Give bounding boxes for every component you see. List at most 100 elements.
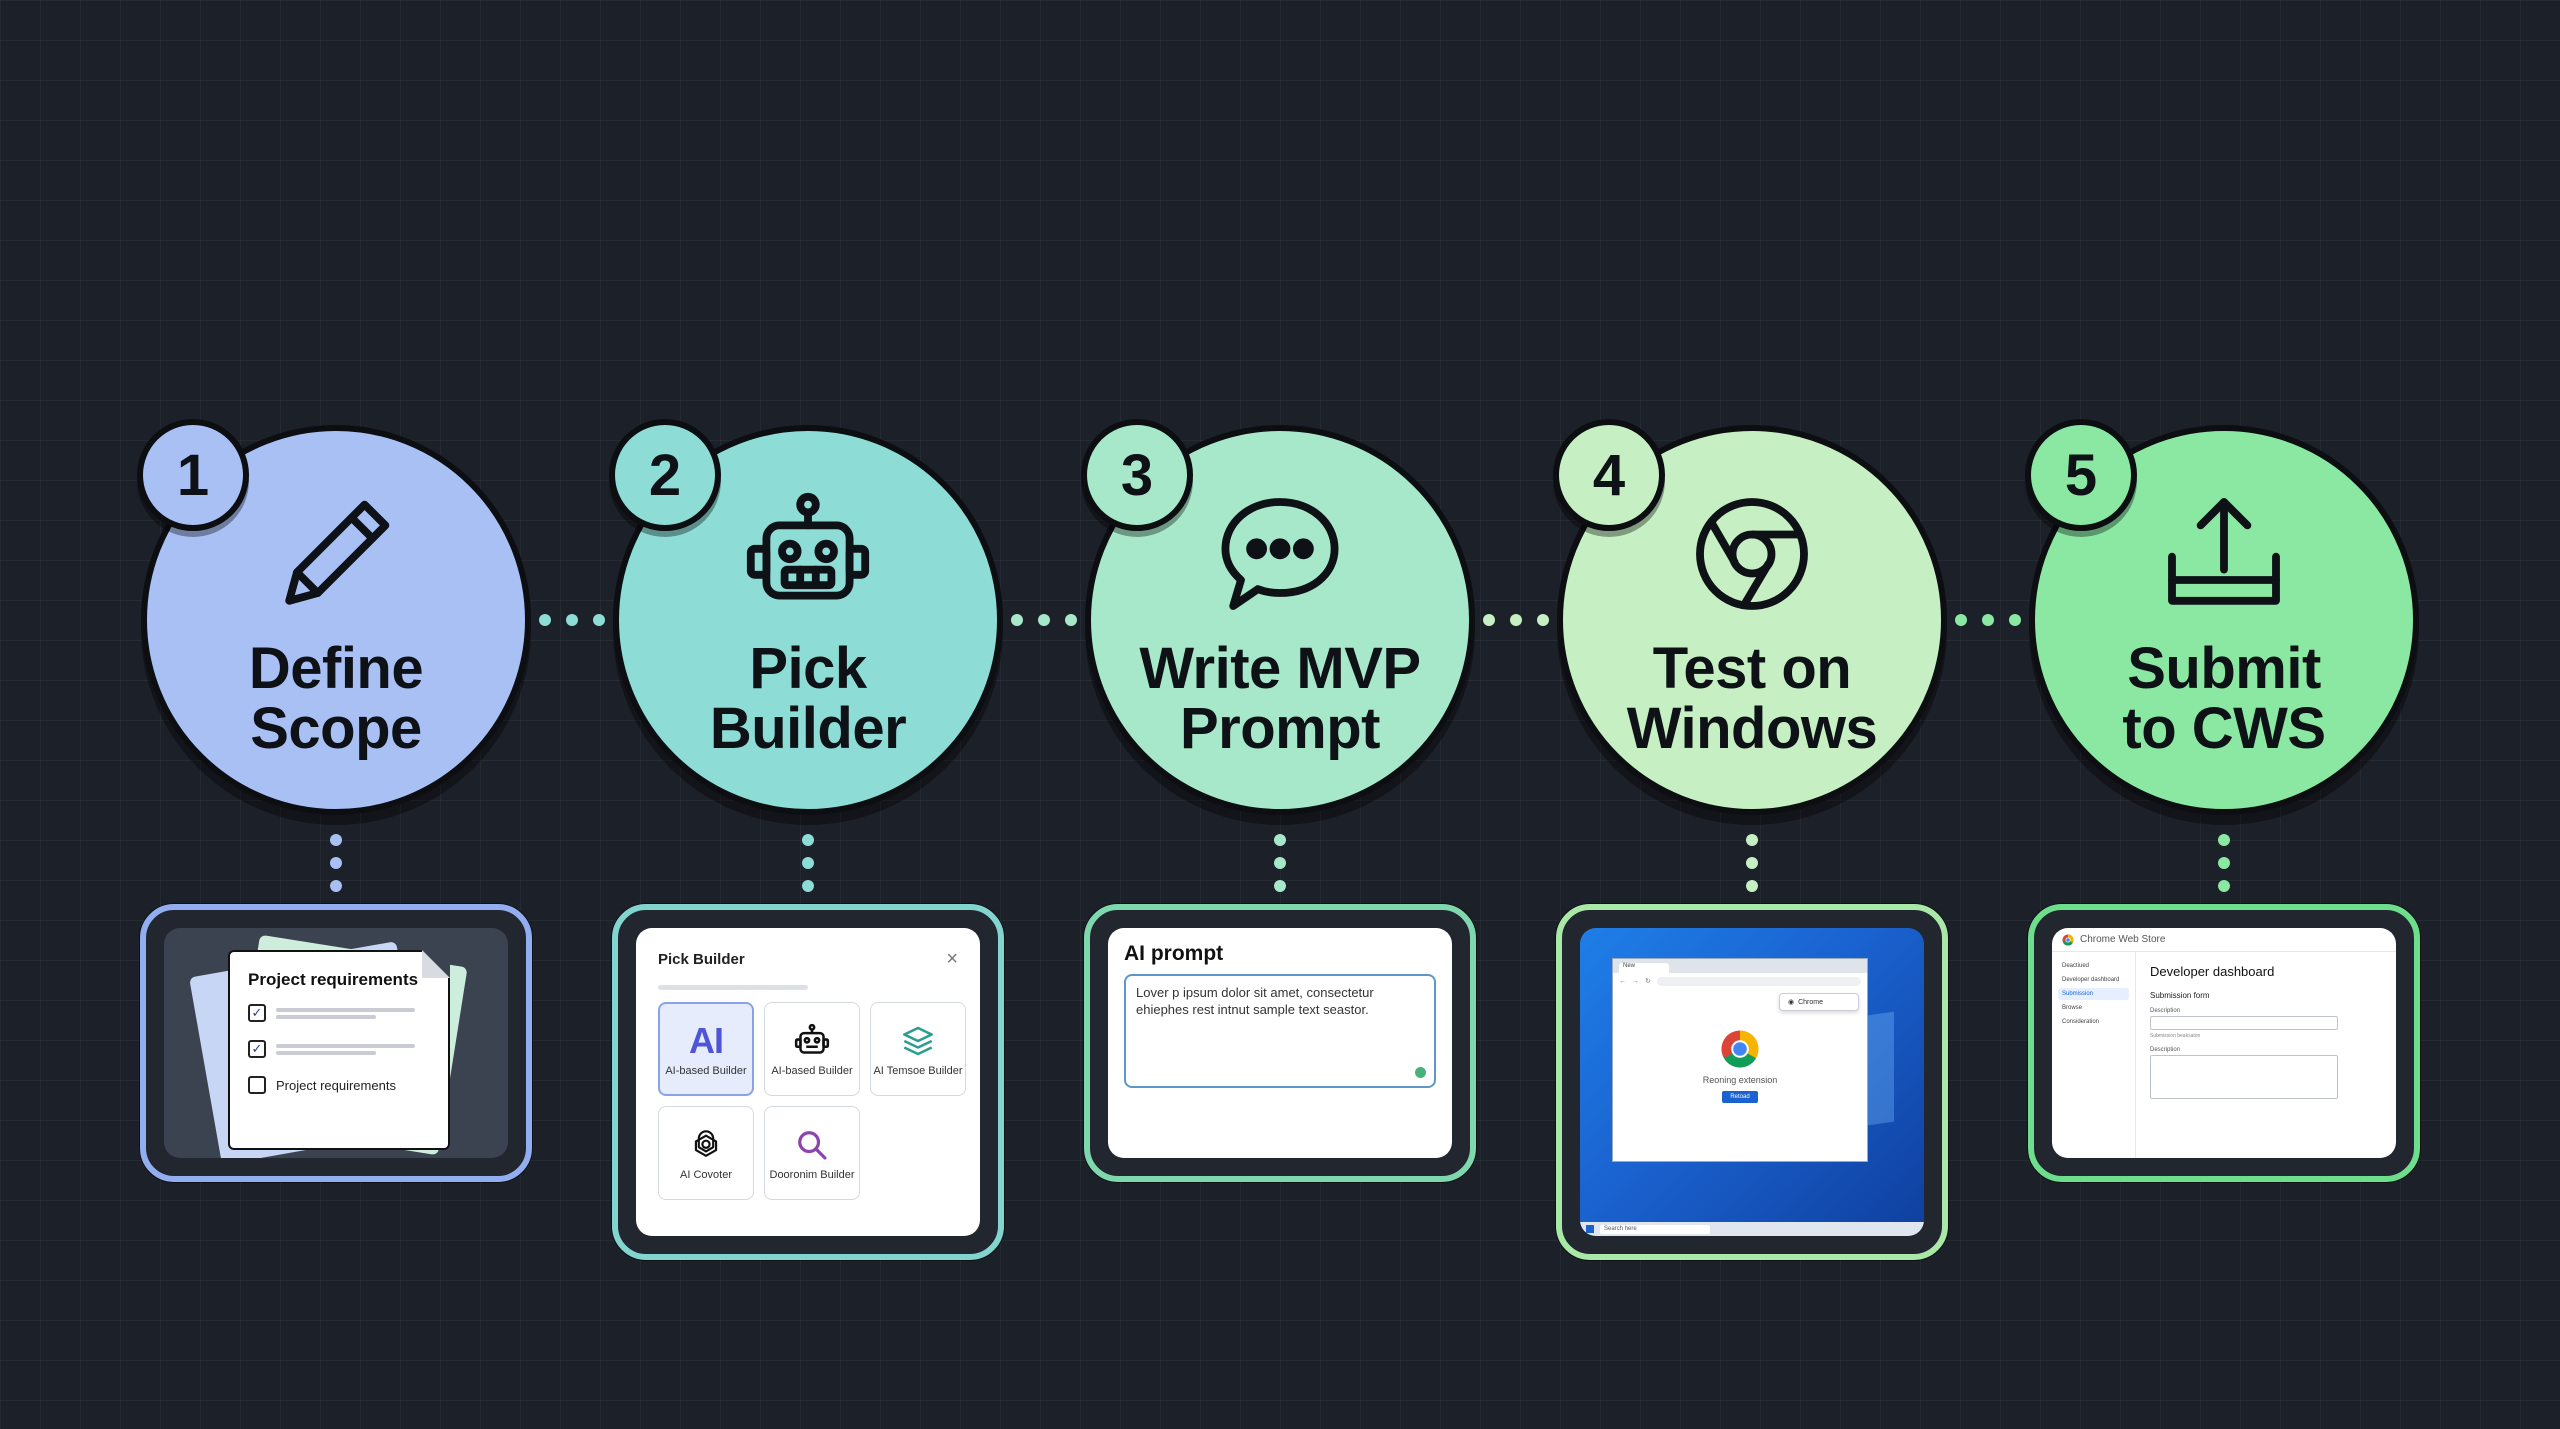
field-label: Description	[2150, 1008, 2181, 1014]
step-title-line: Scope	[250, 696, 422, 761]
chrome-web-store-icon	[2062, 933, 2074, 946]
dashboard-heading: Developer dashboard	[2150, 964, 2275, 979]
pencil-icon	[271, 489, 401, 619]
browser-window: New ← → ↻ ◉ Chrome Reoning extension Ret…	[1612, 958, 1868, 1162]
requirements-card: Project requirements ✓ ✓ Project require…	[140, 904, 532, 1182]
robot-icon	[794, 1021, 830, 1061]
step-number-badge: 2	[609, 419, 721, 531]
builder-option-tile[interactable]: AI AI-based Builder	[658, 1002, 754, 1096]
vertical-connector	[330, 834, 342, 892]
step-title-line: Submit	[2127, 636, 2321, 701]
reload-icon[interactable]: ↻	[1645, 978, 1651, 985]
builder-option-label: AI-based Builder	[665, 1064, 747, 1077]
requirements-heading: Project requirements	[248, 970, 419, 989]
ai-prompt-card: AI prompt Lover p ipsum dolor sit amet, …	[1084, 904, 1476, 1182]
pick-builder-card: Pick Builder × AI AI-based Builder AI-ba…	[612, 904, 1004, 1260]
checked-checkbox-icon[interactable]: ✓	[248, 1004, 266, 1022]
checklist-label: Project requirements	[276, 1077, 396, 1093]
windows-taskbar: Search here	[1580, 1222, 1924, 1236]
reload-button[interactable]: Retoad	[1722, 1091, 1758, 1103]
empty-checkbox-icon[interactable]	[248, 1076, 266, 1094]
vertical-connector	[1274, 834, 1286, 892]
step-title-line: to CWS	[2122, 696, 2326, 761]
builder-options-grid: AI AI-based Builder AI-based Builder AI …	[658, 1002, 966, 1200]
step-title-line: Define	[248, 636, 424, 701]
checklist-item: ✓	[248, 1040, 430, 1058]
requirements-paper: Project requirements ✓ ✓ Project require…	[228, 950, 450, 1150]
builder-option-label: AI Temsoe Builder	[873, 1064, 963, 1077]
dashboard-nav-item[interactable]: Browse	[2062, 1005, 2083, 1011]
builder-option-tile[interactable]: Dooronim Builder	[764, 1106, 860, 1200]
vertical-connector	[802, 834, 814, 892]
builder-option-tile[interactable]: AI Covoter	[658, 1106, 754, 1200]
checked-checkbox-icon[interactable]: ✓	[248, 1040, 266, 1058]
dashboard-main: Developer dashboard Submission form Desc…	[2136, 952, 2396, 1158]
store-title: Chrome Web Store	[2080, 934, 2166, 945]
builder-option-tile[interactable]: AI Temsoe Builder	[870, 1002, 966, 1096]
dashboard-nav-item[interactable]: Developer dashboard	[2062, 977, 2120, 983]
chrome-mini-icon: ◉	[1788, 999, 1795, 1006]
builder-option-tile[interactable]: AI-based Builder	[764, 1002, 860, 1096]
horizontal-connector	[539, 614, 605, 626]
chat-bubble-icon	[1215, 489, 1345, 619]
dashboard-nav-item[interactable]: Submission	[2058, 988, 2129, 1000]
step-title-line: Pick	[749, 636, 867, 701]
builder-option-label: AI Covoter	[680, 1168, 732, 1181]
step-number-badge: 5	[2025, 419, 2137, 531]
taskbar-search[interactable]: Search here	[1600, 1224, 1710, 1234]
description-textarea[interactable]	[2150, 1055, 2338, 1099]
horizontal-connector	[1011, 614, 1077, 626]
ai-letters-icon: AI	[689, 1020, 724, 1061]
placeholder-line	[658, 985, 808, 990]
step-number-badge: 1	[137, 419, 249, 531]
robot-icon	[743, 489, 873, 619]
prompt-heading: AI prompt	[1124, 942, 1224, 965]
horizontal-connector	[1483, 614, 1549, 626]
back-arrow-icon[interactable]: ←	[1619, 977, 1626, 985]
horizontal-connector	[1955, 614, 2021, 626]
address-bar: ← → ↻	[1613, 973, 1867, 989]
form-heading: Submission form	[2150, 991, 2210, 1000]
magnifier-icon	[794, 1125, 830, 1165]
vertical-connector	[2218, 834, 2230, 892]
ai-prompt-card-content: AI prompt Lover p ipsum dolor sit amet, …	[1108, 928, 1452, 1158]
field-label: Description	[2150, 1047, 2181, 1053]
dialog-header: Pick Builder ×	[658, 948, 958, 971]
url-field[interactable]	[1656, 976, 1861, 986]
step-title-line: Prompt	[1179, 696, 1381, 761]
openai-knot-icon	[688, 1125, 724, 1165]
layers-icon	[900, 1021, 936, 1061]
upload-icon	[2159, 489, 2289, 619]
page-fold	[422, 950, 450, 978]
tab-strip: New	[1613, 959, 1867, 973]
close-icon[interactable]: ×	[946, 948, 958, 970]
store-header: Chrome Web Store	[2052, 928, 2396, 952]
step-number-badge: 4	[1553, 419, 1665, 531]
dashboard-nav-item[interactable]: Deactiued	[2062, 963, 2090, 969]
browser-tab[interactable]: New	[1619, 963, 1669, 973]
step-title-line: Write MVP	[1139, 636, 1421, 701]
prompt-textarea[interactable]: Lover p ipsum dolor sit amet, consectetu…	[1124, 974, 1436, 1088]
start-button-icon[interactable]	[1586, 1225, 1594, 1233]
step-title-line: Windows	[1626, 696, 1878, 761]
pick-builder-card-content: Pick Builder × AI AI-based Builder AI-ba…	[636, 928, 980, 1236]
prompt-text: Lover p ipsum dolor sit amet, consectetu…	[1136, 985, 1374, 1017]
checklist-item: ✓	[248, 1004, 430, 1022]
windows-test-card-content: New ← → ↻ ◉ Chrome Reoning extension Ret…	[1580, 928, 1924, 1236]
step-number-badge: 3	[1081, 419, 1193, 531]
step-title-line: Test on	[1652, 636, 1852, 701]
text-input[interactable]	[2150, 1016, 2338, 1030]
dashboard-nav-item[interactable]: Consideration	[2062, 1019, 2100, 1025]
forward-arrow-icon[interactable]: →	[1632, 977, 1639, 985]
